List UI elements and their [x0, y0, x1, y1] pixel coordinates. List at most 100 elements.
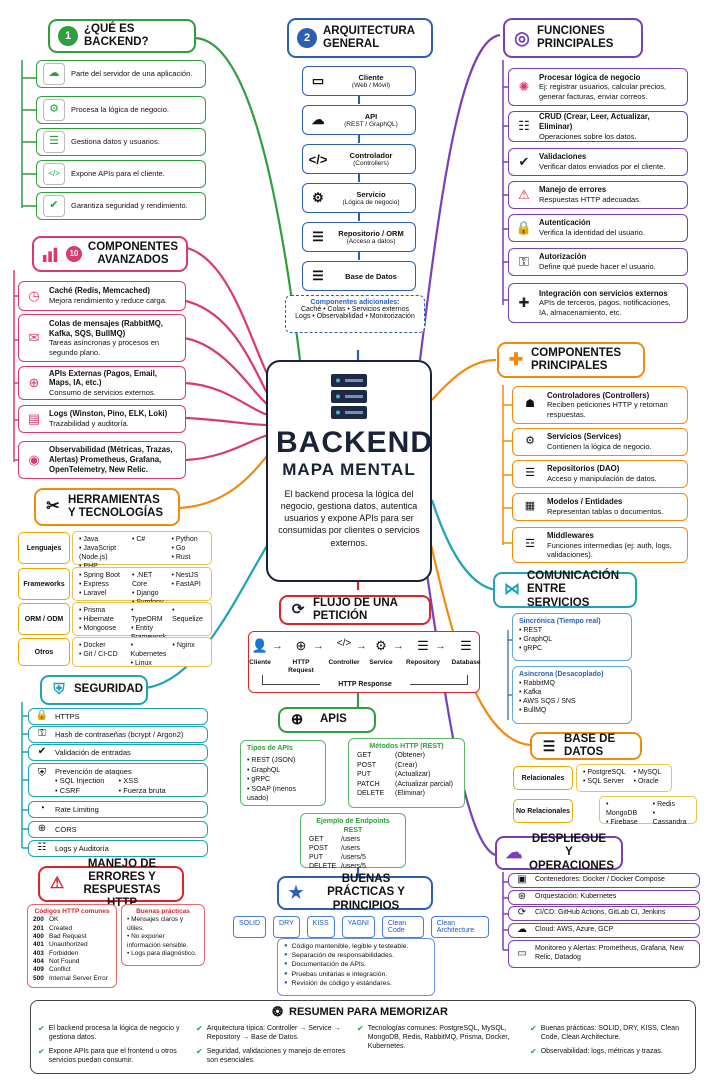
tools-value: C# [132, 535, 166, 544]
warning-icon: ⚠ [518, 186, 530, 202]
database-icon: ☰ [312, 268, 324, 283]
comp-item: ☗Controladores (Controllers)Reciben peti… [512, 386, 688, 424]
comp-item-desc: Contienen la lógica de negocio. [547, 442, 652, 452]
arq-box: ☰Repositorio / ORM(Acceso a datos) [302, 222, 416, 252]
puzzle-icon: ✚ [508, 350, 524, 370]
tools-row-label: Lenguajes [18, 532, 70, 564]
http-method-desc: (Obtener) [395, 752, 425, 760]
tools-value: Sequelize [172, 606, 205, 624]
func-title: ◎ FUNCIONES PRINCIPALES [503, 18, 643, 58]
endpoint-path: /users [341, 836, 361, 844]
endpoint-method: DELETE [309, 863, 337, 871]
comu-async-item: AWS SQS / SNS [519, 697, 625, 706]
arq-box-sub: (Lógica de negocio) [342, 199, 400, 206]
seg-item-text: CORS [55, 824, 77, 834]
http-code-text: Bad Request [49, 932, 87, 940]
arq-box-title: API [364, 112, 378, 121]
tools-value: Python [171, 535, 205, 544]
database-icon: ☰ [542, 737, 556, 754]
share-icon: ⋈ [504, 580, 520, 598]
resumen-item: El backend procesa la lógica de negocio … [48, 1025, 180, 1042]
dep-title: ☁ DESPLIEGUE Y OPERACIONES [495, 833, 623, 872]
shield-check-icon: ✔ [43, 195, 65, 217]
code-icon: </> [43, 163, 65, 185]
comu-async-box: Asíncrona (Desacoplado) RabbitMQKafkaAWS… [512, 666, 632, 724]
arq-box-sub: (Acceso a datos) [346, 238, 396, 245]
comp-item-desc: Representan tablas o documentos. [547, 507, 664, 517]
tools-icon: ✂ [46, 497, 60, 515]
db-item: PostgreSQL [583, 768, 625, 777]
tools-value: Spring Boot [79, 571, 126, 580]
avz-item-title: Logs (Winston, Pino, ELK, Loki) [49, 409, 168, 419]
avz-item-desc: Tareas asíncronas y procesos en segundo … [49, 338, 160, 357]
globe-icon: ⊕ [290, 711, 304, 729]
cloud-icon: ☁ [43, 63, 65, 85]
tools-value: Laravel [79, 589, 126, 598]
database-icon: ☰ [417, 638, 429, 653]
gear-icon: ⚙ [375, 638, 387, 653]
clock-icon: ◷ [28, 287, 40, 303]
avz-number: 10 [65, 246, 82, 262]
func-item-desc: Define qué puede hacer el usuario. [539, 262, 656, 272]
comu-async-item: Kafka [519, 688, 625, 697]
tools-value: NestJS [171, 571, 205, 580]
avz-item-title: Caché (Redis, Memcached) [49, 286, 150, 296]
bp-chip: SOLID [233, 916, 267, 938]
resumen-item: Tecnologías comunes: PostgreSQL, MySQL, … [367, 1025, 510, 1051]
apis-methods-title: Métodos HTTP (REST) [369, 743, 444, 750]
que-item-text: Garantiza seguridad y rendimiento. [71, 201, 188, 211]
network-icon: ⊛ [517, 891, 527, 903]
gear-icon: ⚙ [312, 190, 324, 205]
func-item-title: Integración con servicios externos [539, 288, 668, 298]
func-item-title: Validaciones [539, 152, 587, 162]
arq-box-title: Base de Datos [345, 271, 397, 281]
comu-async-item: RabbitMQ [519, 679, 625, 688]
dep-item-text: CI/CD: GitHub Actions, GitLab CI, Jenkin… [535, 909, 666, 917]
http-code: 400 [33, 932, 44, 940]
arrow-down [358, 213, 360, 221]
brain-icon: ✺ [518, 78, 530, 94]
bp-item: Separación de responsabilidades. [291, 952, 395, 960]
key-icon: ⚿ [519, 253, 529, 269]
resumen-col: ✔Tecnologías comunes: PostgreSQL, MySQL,… [357, 1024, 521, 1056]
resumen-item: Observabilidad: logs, métricas y trazas. [540, 1048, 663, 1056]
tools-value: PHP [79, 562, 126, 571]
tools-value: Kubernetes [131, 641, 167, 659]
endpoint-path: /users [341, 845, 361, 853]
endpoint-path: /users/5 [341, 863, 366, 871]
http-method-desc: (Actualizar parcial) [395, 780, 453, 788]
star-icon: ★ [288, 883, 304, 903]
func-item-desc: Respuestas HTTP adecuadas. [539, 195, 642, 205]
check-circle-icon: ✔ [518, 153, 530, 169]
dep-item: ☁Cloud: AWS, Azure, GCP [508, 923, 700, 938]
http-method: PUT [357, 771, 371, 779]
center-card: BACKEND MAPA MENTAL El backend procesa l… [266, 360, 432, 582]
comu-sync-item: gRPC [519, 644, 625, 653]
que-item-text: Procesa la lógica de negocio. [71, 105, 169, 115]
http-code: 404 [33, 957, 44, 965]
code-icon: </> [336, 638, 352, 649]
brain-icon: ❂ [272, 1004, 283, 1019]
func-item-desc: APIs de terceros, pagos, notificaciones,… [539, 298, 671, 317]
bp-title-text: BUENAS PRÁCTICAS Y PRINCIPIOS [327, 873, 405, 912]
comu-title: ⋈ COMUNICACIÓN ENTRE SERVICIOS [493, 570, 637, 609]
resumen-item: Buenas prácticas: SOLID, DRY, KISS, Clea… [540, 1025, 679, 1042]
bp-title: ★ BUENAS PRÁCTICAS Y PRINCIPIOS [277, 873, 433, 912]
seg-item: ☷Logs y Auditoría [28, 840, 208, 857]
endpoint-method: GET [309, 836, 324, 844]
arrow-down [358, 174, 360, 182]
seg-item: ✔Validación de entradas [28, 744, 208, 761]
tools-value: Rust [171, 553, 205, 562]
arrow-right: → [313, 640, 324, 652]
comu-async-title: Asíncrona (Desacoplado) [519, 671, 604, 678]
code-icon: </> [308, 151, 328, 167]
avz-item-desc: Trazabilidad y auditoría. [49, 419, 129, 429]
que-item: ✔ Garantiza seguridad y rendimiento. [36, 192, 206, 220]
puzzle-icon: ✚ [518, 294, 530, 310]
db-title: ☰ BASE DE DATOS [530, 732, 642, 760]
func-item-title: Autorización [539, 252, 587, 262]
